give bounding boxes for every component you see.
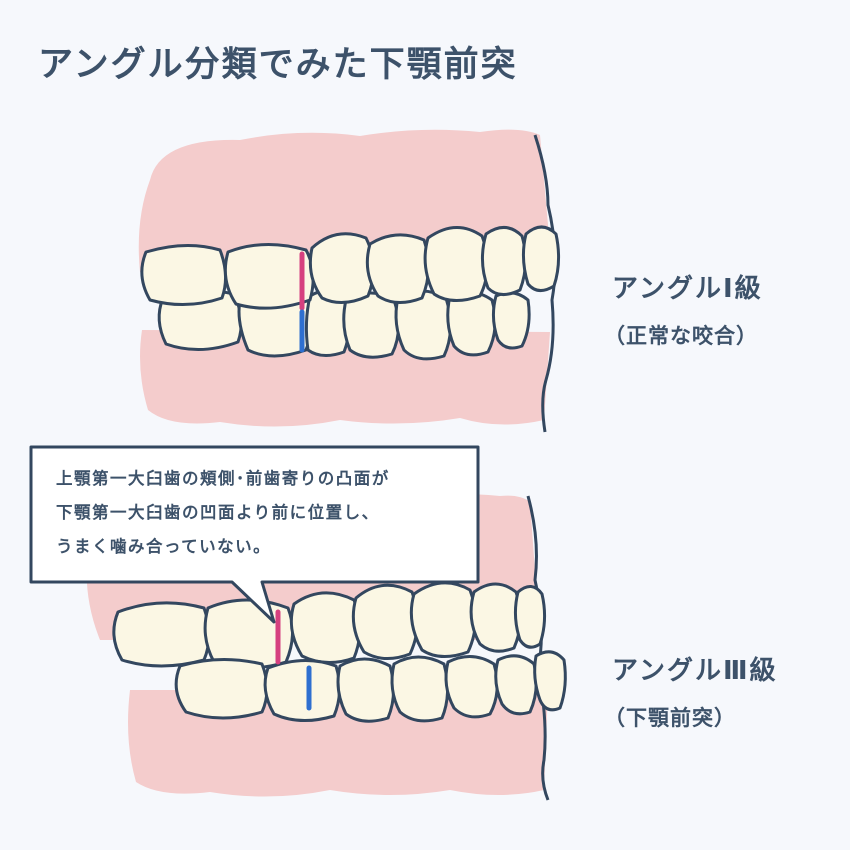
class1-upper-tooth-7 (521, 225, 561, 292)
class3-lower-tooth-6 (494, 654, 538, 716)
class3-sublabel: （下顎前突） (604, 706, 736, 730)
class3-lower-tooth-1 (174, 658, 269, 720)
class1-upper-tooth-6 (481, 226, 527, 296)
class3-lower-tooth-3 (336, 657, 395, 723)
class1-upper-tooth-5 (423, 226, 489, 302)
class1-upper-tooth-3 (308, 232, 375, 304)
class1-sublabel: （正常な咬合） (604, 324, 758, 348)
class1-upper-teeth (140, 225, 561, 310)
callout-text: 上顎第一大臼歯の頬側･前歯寄りの凸面が 下顎第一大臼歯の凹面より前に位置し、 う… (56, 462, 466, 564)
class3-upper-tooth-1 (112, 601, 211, 668)
class1-upper-tooth-1 (140, 243, 227, 307)
callout-line-2: 下顎第一大臼歯の凹面より前に位置し、 (56, 503, 380, 522)
page-title: アングル分類でみた下顎前突 (38, 45, 518, 85)
class1-upper-tooth-2 (223, 242, 315, 310)
class3-upper-tooth-3 (289, 591, 362, 664)
class3-upper-teeth (112, 581, 547, 670)
class3-lower-tooth-5 (444, 655, 499, 719)
class3-lower-tooth-2 (263, 658, 341, 722)
class1-jaw-line (533, 134, 557, 433)
class1-label: アングルⅠ級 (612, 274, 763, 304)
class3-upper-tooth-6 (469, 582, 522, 653)
callout-bubble (29, 445, 480, 624)
callout-line-1: 上顎第一大臼歯の頬側･前歯寄りの凸面が (56, 469, 390, 488)
class3-lower-teeth (174, 650, 567, 723)
class1-lower-gum (140, 330, 550, 427)
class3-lower-tooth-7 (533, 650, 567, 712)
class3-lower-tooth-4 (390, 655, 449, 723)
class3-label: アングルⅢ級 (612, 656, 778, 686)
class3-upper-tooth-5 (409, 581, 478, 658)
class1-illustration (138, 129, 561, 433)
class3-upper-tooth-7 (513, 585, 547, 649)
class1-lower-tooth-7 (491, 291, 531, 350)
callout-line-3: うまく噛み合っていない。 (56, 537, 272, 556)
class1-lower-teeth (157, 289, 531, 361)
class3-upper-tooth-4 (351, 583, 420, 660)
class1-upper-tooth-4 (365, 233, 430, 304)
